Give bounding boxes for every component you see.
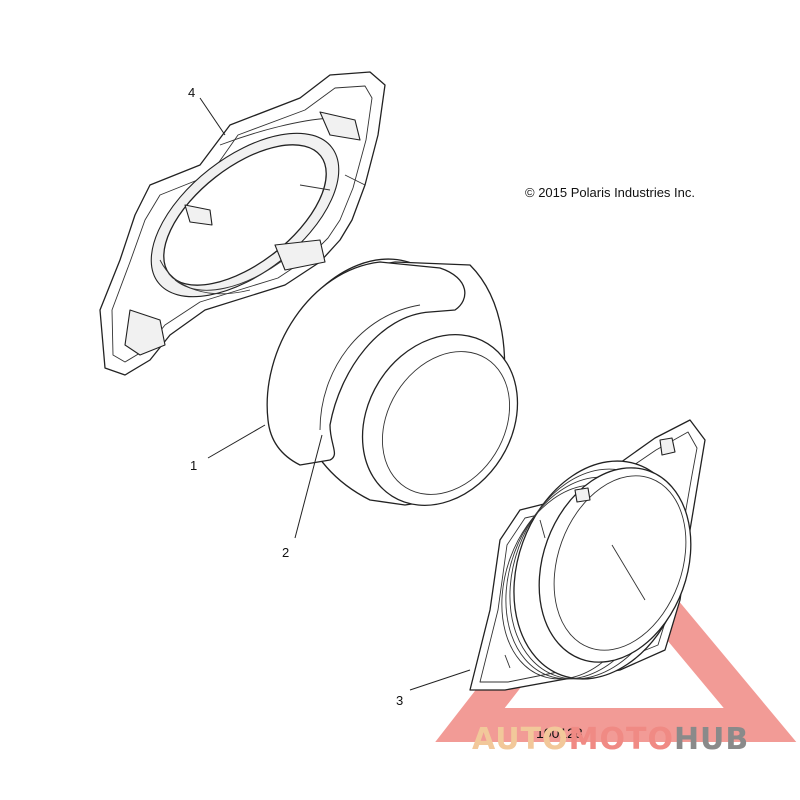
callout-3: 3 — [396, 693, 403, 708]
callout-4: 4 — [188, 85, 195, 100]
part-1-2-seal-cylinder — [266, 258, 519, 506]
leader-lines — [199, 97, 471, 691]
callout-1: 1 — [190, 458, 197, 473]
watermark-part-moto: MOTO — [569, 722, 674, 757]
part-3-housing — [469, 419, 706, 691]
watermark-text: AUTOMOTOHUB — [472, 722, 749, 757]
watermark-part-auto: AUTO — [472, 722, 569, 757]
callout-2: 2 — [282, 545, 289, 560]
part-4-bracket — [99, 71, 386, 376]
watermark-part-hub: HUB — [674, 722, 749, 757]
copyright-text: © 2015 Polaris Industries Inc. — [525, 185, 695, 200]
diagram-number: 100128 — [536, 725, 583, 741]
